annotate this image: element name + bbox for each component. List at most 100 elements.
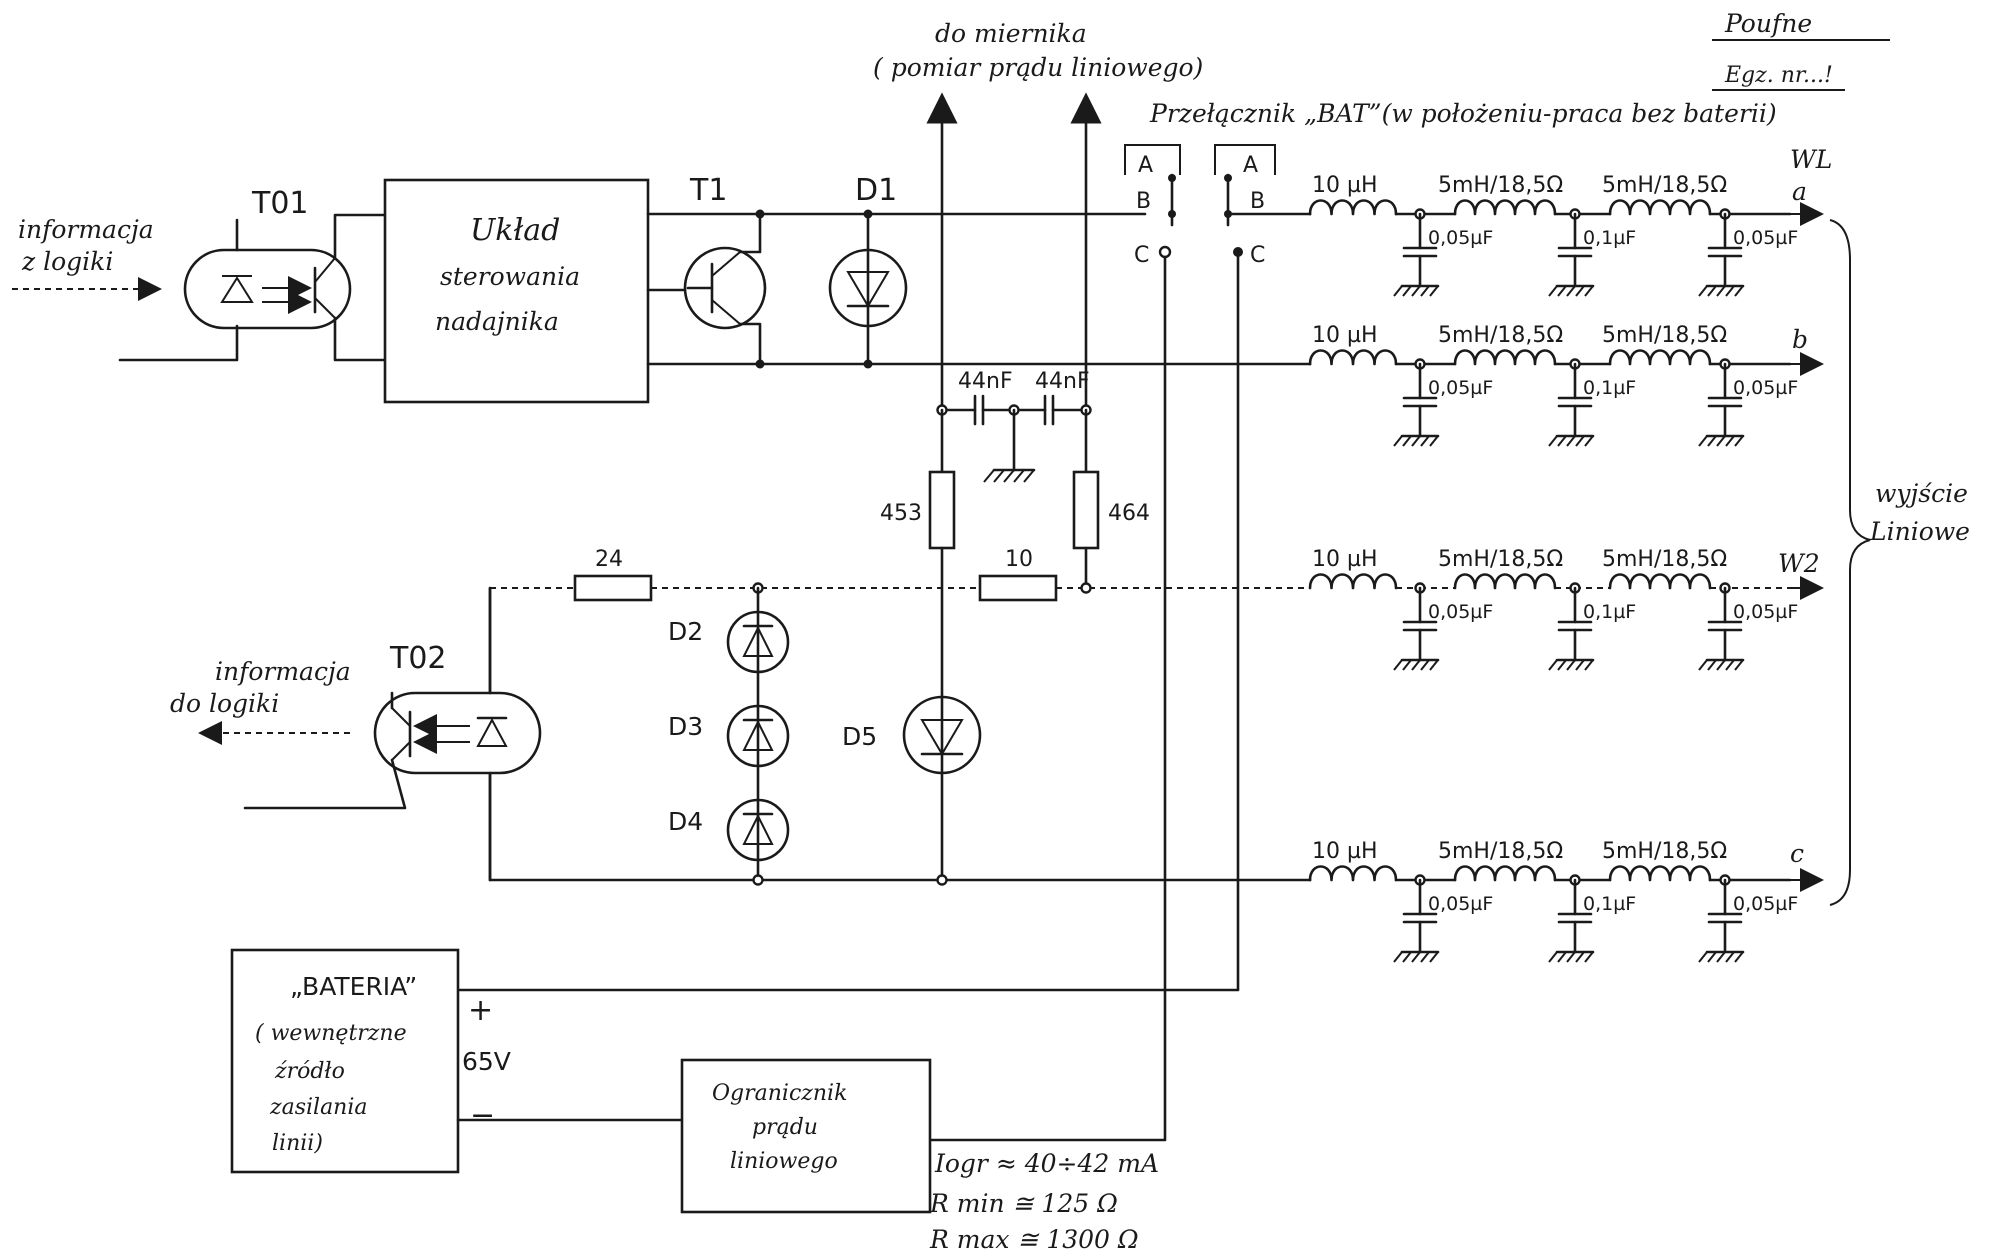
diode-d3 — [726, 704, 790, 768]
bat-switch: A A B B C C — [1124, 144, 1276, 268]
inductor-10uh — [1308, 349, 1398, 366]
switch-c-left: C — [1134, 243, 1149, 268]
resistor-10 — [978, 574, 1058, 602]
diode-d2 — [726, 610, 790, 674]
limiter-specs: Iogr ≈ 40÷42 mA R min ≅ 125 Ω R max ≅ 13… — [929, 1149, 1159, 1254]
copy-number: Egz. nr...! — [1724, 63, 1833, 88]
resistor-464 — [1072, 470, 1100, 550]
battery-line2: ( wewnętrzne — [255, 1021, 407, 1046]
meter-note-line1: do miernika — [935, 19, 1087, 48]
battery-line3: źródło — [274, 1059, 345, 1084]
c44a-label: 44nF — [958, 369, 1013, 394]
switch-b-right: B — [1250, 189, 1265, 214]
inductor-label: 5mH/18,5Ω — [1602, 839, 1727, 864]
output-label-line2: Liniowe — [1869, 517, 1970, 546]
line-w2-label: W2 — [1778, 549, 1820, 578]
d4-label: D4 — [668, 807, 703, 836]
output-label-line1: wyjście — [1875, 479, 1968, 508]
line-b-label: b — [1792, 325, 1808, 354]
inductor-5mh-a — [1453, 199, 1557, 216]
capacitor-label: 0,05µF — [1733, 377, 1798, 399]
capacitor-label: 0,05µF — [1428, 377, 1493, 399]
inductor-5mh-b — [1608, 573, 1712, 590]
battery-block: „BATERIA” ( wewnętrzne źródło zasilania … — [230, 948, 460, 1174]
control-block-line1: Układ — [470, 213, 560, 248]
current-limiter-block: Ogranicznik prądu liniowego — [680, 1058, 932, 1214]
t1-label: T1 — [689, 173, 727, 208]
optocoupler-t02 — [373, 691, 542, 775]
diode-d4 — [726, 798, 790, 862]
output-brace — [1829, 219, 1871, 906]
d5-label: D5 — [842, 722, 877, 751]
inductor-5mh-b — [1608, 865, 1712, 882]
capacitor-label: 0,05µF — [1428, 227, 1493, 249]
r24-label: 24 — [595, 547, 623, 572]
control-block-line2: sterowania — [440, 262, 580, 291]
classification-header: Poufne Egz. nr...! — [1712, 9, 1890, 91]
diode-d5 — [902, 695, 982, 775]
resistor-24 — [573, 574, 653, 602]
inductor-label: 10 µH — [1312, 547, 1378, 572]
inductor-label: 5mH/18,5Ω — [1602, 173, 1727, 198]
line-group-label: WL — [1790, 145, 1832, 174]
switch-caption: Przełącznik „BAT”(w położeniu-praca bez … — [1149, 99, 1777, 128]
d3-label: D3 — [668, 712, 703, 741]
switch-c-right: C — [1250, 243, 1265, 268]
capacitor-label: 0,05µF — [1733, 893, 1798, 915]
switch-a-left: A — [1138, 153, 1153, 178]
spec-rmax: R max ≅ 1300 Ω — [929, 1225, 1139, 1254]
capacitor-label: 0,1µF — [1583, 893, 1636, 915]
spec-rmin: R min ≅ 125 Ω — [929, 1189, 1118, 1218]
battery-line4: zasilania — [269, 1095, 368, 1120]
input-signal-line1: informacja — [18, 215, 154, 244]
capacitor-label: 0,1µF — [1583, 377, 1636, 399]
control-block-line3: nadajnika — [435, 307, 559, 336]
resistor-453 — [928, 470, 956, 550]
meter-note-line2: ( pomiar prądu liniowego) — [873, 53, 1203, 82]
d2-label: D2 — [668, 617, 703, 646]
capacitor-label: 0,05µF — [1733, 227, 1798, 249]
inductor-label: 5mH/18,5Ω — [1438, 547, 1563, 572]
input-signal-line2: z logiki — [21, 247, 113, 276]
battery-line5: linii) — [272, 1131, 323, 1156]
bottom-rail — [488, 586, 1312, 882]
t01-label: T01 — [251, 186, 309, 221]
battery-voltage: 65V — [462, 1047, 511, 1076]
transistor-t1 — [683, 246, 767, 330]
r10-label: 10 — [1005, 547, 1033, 572]
t02-label: T02 — [389, 641, 447, 676]
inductor-5mh-a — [1453, 349, 1557, 366]
inductor-label: 5mH/18,5Ω — [1602, 323, 1727, 348]
battery-minus: − — [470, 1098, 495, 1133]
inductor-label: 5mH/18,5Ω — [1438, 839, 1563, 864]
spec-iogr: Iogr ≈ 40÷42 mA — [934, 1149, 1159, 1178]
line-c-label: c — [1790, 839, 1804, 868]
inductor-label: 10 µH — [1312, 839, 1378, 864]
switch-b-left: B — [1136, 189, 1151, 214]
d1-label: D1 — [855, 173, 897, 208]
inductor-5mh-a — [1453, 865, 1557, 882]
diode-d1 — [828, 212, 908, 366]
inductor-5mh-b — [1608, 199, 1712, 216]
inductor-10uh — [1308, 865, 1398, 882]
capacitor-label: 0,05µF — [1428, 601, 1493, 623]
inductor-5mh-b — [1608, 349, 1712, 366]
limiter-line2: prądu — [752, 1115, 818, 1140]
inductor-label: 5mH/18,5Ω — [1602, 547, 1727, 572]
battery-line1: „BATERIA” — [290, 972, 417, 1001]
limiter-line3: liniowego — [730, 1149, 838, 1174]
inductor-5mh-a — [1453, 573, 1557, 590]
capacitor-label: 0,1µF — [1583, 227, 1636, 249]
capacitor-label: 0,05µF — [1428, 893, 1493, 915]
r464-label: 464 — [1108, 501, 1150, 526]
inductor-label: 10 µH — [1312, 323, 1378, 348]
output-signal: informacja do logiki — [170, 657, 351, 745]
c44b-label: 44nF — [1035, 369, 1090, 394]
r453-label: 453 — [880, 501, 922, 526]
inductor-label: 5mH/18,5Ω — [1438, 323, 1563, 348]
transmitter-control-block: Układ sterowania nadajnika — [383, 178, 650, 404]
inductor-label: 5mH/18,5Ω — [1438, 173, 1563, 198]
battery-plus: + — [468, 993, 493, 1028]
capacitor-label: 0,1µF — [1583, 601, 1636, 623]
